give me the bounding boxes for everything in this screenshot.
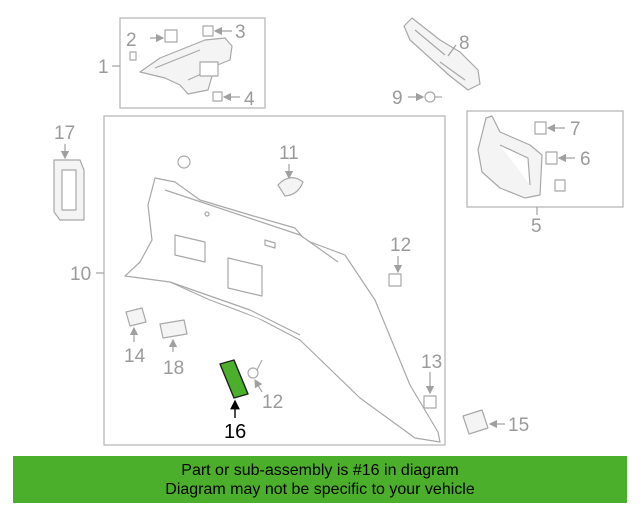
callout-18: 18 — [163, 358, 184, 379]
part-6-clip[interactable] — [545, 151, 558, 165]
callout-2: 2 — [126, 30, 137, 51]
part-8-bracket[interactable] — [403, 17, 481, 91]
part-9-bolt[interactable] — [424, 91, 442, 103]
leader-12 — [254, 378, 263, 393]
part-18-cover[interactable] — [159, 319, 188, 339]
leader-8 — [447, 44, 457, 57]
callout-5: 5 — [531, 216, 542, 237]
callout-8: 8 — [459, 33, 470, 54]
callout-11: 11 — [279, 143, 299, 164]
callout-9: 9 — [392, 88, 403, 109]
callout-14: 14 — [124, 346, 146, 367]
part-1-small-clip — [129, 51, 137, 61]
part-3-clip[interactable] — [202, 25, 214, 37]
callout-1: 1 — [98, 57, 109, 78]
callout-17: 17 — [54, 123, 75, 144]
callout-10: 10 — [70, 264, 91, 285]
part-4-clip[interactable] — [212, 91, 223, 102]
part-13-clip-lower[interactable] — [423, 395, 437, 409]
box-assembly-10 — [103, 115, 446, 446]
part-15-cover[interactable] — [462, 409, 489, 435]
part-7-clip[interactable] — [534, 121, 547, 135]
callout-12: 12 — [262, 392, 283, 413]
part-17-bracket[interactable] — [53, 159, 85, 221]
part-14-cover[interactable] — [125, 307, 147, 327]
part-13-clip-upper[interactable] — [388, 273, 402, 287]
part-5-trim-panel[interactable] — [477, 115, 543, 199]
callout-13-lower: 13 — [421, 352, 442, 373]
part-1-trim-bracket[interactable] — [139, 37, 233, 95]
callout-7: 7 — [570, 119, 581, 140]
parts-diagram: 2 3 4 1 8 9 7 6 5 17 10 — [53, 17, 624, 446]
callout-16: 16 — [224, 421, 246, 443]
part-2-clip[interactable] — [164, 29, 178, 43]
callout-15: 15 — [508, 415, 529, 436]
banner-line-2: Diagram may not be specific to your vehi… — [165, 481, 475, 498]
callout-13-upper: 12 — [390, 235, 411, 256]
part-12-screw[interactable] — [247, 359, 263, 379]
callout-3: 3 — [235, 22, 246, 43]
part-10-quarter-trim-panel[interactable] — [124, 177, 441, 443]
part-11-cap[interactable] — [177, 155, 304, 197]
callout-6: 6 — [580, 149, 591, 170]
box-assembly-5 — [466, 110, 624, 208]
callout-4: 4 — [244, 89, 255, 110]
banner-line-1: Part or sub-assembly is #16 in diagram — [181, 462, 459, 479]
part-5-small-clip[interactable] — [554, 179, 566, 192]
part-16-highlighted[interactable] — [219, 359, 249, 399]
box-assembly-1 — [119, 17, 266, 109]
info-banner: Part or sub-assembly is #16 in diagram D… — [13, 456, 627, 503]
